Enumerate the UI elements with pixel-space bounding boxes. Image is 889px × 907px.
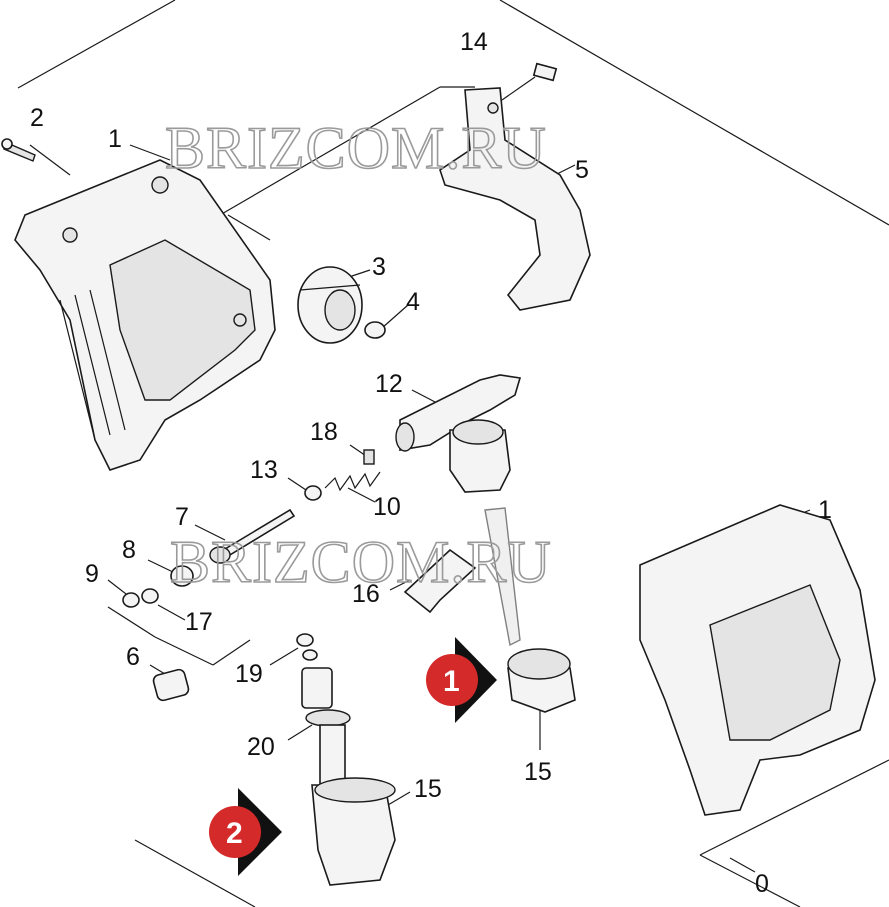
o-ring-17 xyxy=(141,588,159,604)
frame-lines xyxy=(17,0,889,907)
sleeve-15-right xyxy=(507,648,576,713)
bushing-8 xyxy=(170,565,194,587)
watermark-top: BRIZCOM.RU xyxy=(165,115,547,181)
washer-18 xyxy=(363,449,375,465)
badge-2: 2 xyxy=(209,788,282,876)
screw xyxy=(1,138,36,162)
pin xyxy=(532,62,558,82)
label-part-3: 3 xyxy=(372,253,386,281)
label-part-14: 14 xyxy=(460,28,488,56)
badge-1-number: 1 xyxy=(443,665,460,698)
label-part-16: 16 xyxy=(352,580,380,608)
label-part-1-right: 1 xyxy=(818,496,832,524)
badge-2-circle xyxy=(209,806,261,858)
part-labels: 14 2 1 5 3 4 12 18 13 10 7 1 8 9 17 16 6… xyxy=(30,28,832,898)
badge-1-circle xyxy=(426,654,478,706)
leader-lines xyxy=(29,76,811,873)
label-part-7: 7 xyxy=(175,503,189,531)
label-part-1-top: 1 xyxy=(108,125,122,153)
label-part-10: 10 xyxy=(373,493,401,521)
label-part-5: 5 xyxy=(575,156,589,184)
handle-shell-left xyxy=(14,159,276,471)
clip-16 xyxy=(403,548,477,614)
label-part-15-left: 15 xyxy=(414,775,442,803)
swivel-ghost xyxy=(484,507,521,647)
valve-body xyxy=(395,374,522,493)
label-part-8: 8 xyxy=(122,536,136,564)
label-part-0: 0 xyxy=(755,870,769,898)
label-part-12: 12 xyxy=(375,370,403,398)
o-ring-9 xyxy=(122,592,140,608)
label-part-4: 4 xyxy=(406,288,420,316)
valve-rod xyxy=(209,508,296,564)
swivel-assembly xyxy=(296,633,396,886)
label-part-18: 18 xyxy=(310,418,338,446)
label-part-15-right: 15 xyxy=(524,758,552,786)
watermark-mid: BRIZCOM.RU xyxy=(170,529,552,595)
label-part-13: 13 xyxy=(250,456,278,484)
badge-1: 1 xyxy=(426,637,497,723)
trigger-lever xyxy=(439,87,591,311)
label-part-9: 9 xyxy=(85,560,99,588)
label-part-2: 2 xyxy=(30,104,44,132)
ring-13 xyxy=(304,485,322,501)
o-ring-4 xyxy=(364,321,386,339)
label-part-17: 17 xyxy=(185,608,213,636)
spring xyxy=(324,471,381,492)
badge-2-number: 2 xyxy=(226,817,243,850)
handle-shell-right xyxy=(639,504,876,816)
label-part-19: 19 xyxy=(235,660,263,688)
plug-6 xyxy=(152,668,190,702)
label-part-20: 20 xyxy=(247,733,275,761)
gear-nut xyxy=(297,266,363,344)
label-part-6: 6 xyxy=(126,643,140,671)
